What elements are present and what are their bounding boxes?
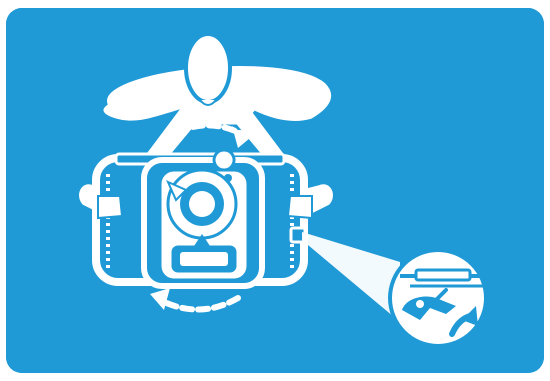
device-in-frame-icon <box>96 150 312 286</box>
instruction-card <box>6 8 544 373</box>
instruction-illustration <box>6 8 544 373</box>
